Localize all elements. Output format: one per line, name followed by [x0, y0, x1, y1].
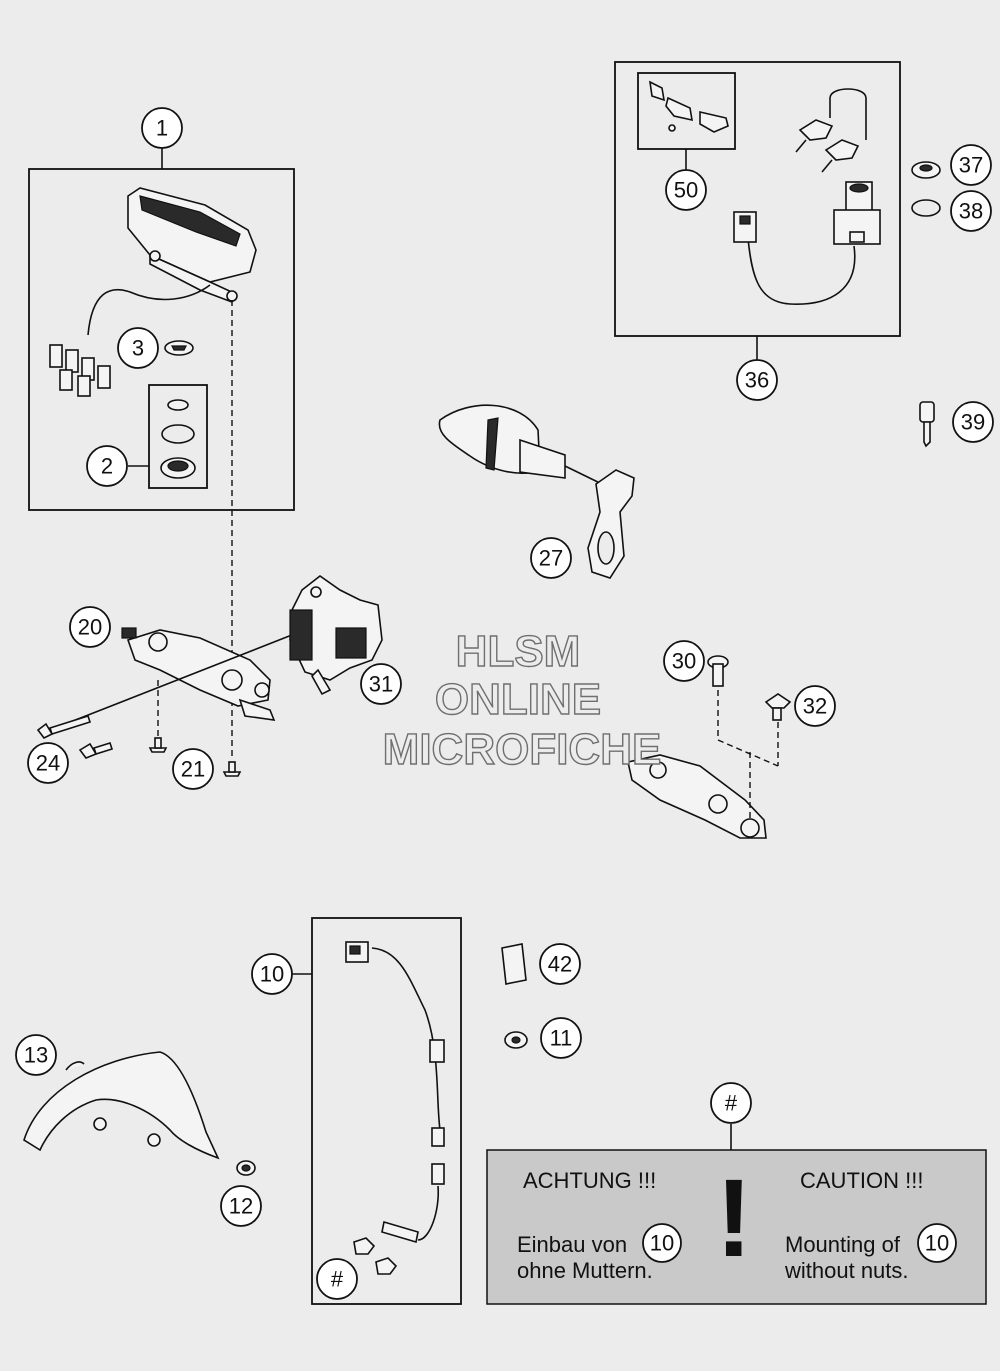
svg-text:10: 10	[650, 1231, 674, 1256]
svg-text:#: #	[331, 1267, 344, 1292]
svg-text:24: 24	[36, 751, 60, 776]
svg-text:37: 37	[959, 153, 983, 178]
svg-text:10: 10	[925, 1231, 949, 1256]
lock-washer	[911, 199, 941, 217]
small-screw-right	[222, 761, 242, 777]
rubber-plug	[707, 655, 779, 767]
lock-cylinder	[648, 80, 729, 133]
callout-13: 13	[15, 1034, 57, 1076]
svg-text:11: 11	[550, 1026, 573, 1051]
svg-text:1: 1	[156, 116, 168, 141]
exclamation-icon: !	[716, 1157, 753, 1280]
warning-ref-de: 10	[642, 1223, 682, 1263]
warning-de-line2: ohne Muttern.	[517, 1258, 653, 1283]
callout-hash1: #	[710, 1082, 752, 1124]
callout-leaders	[128, 148, 758, 1150]
callout-21: 21	[172, 748, 214, 790]
callout-42: 42	[539, 943, 581, 985]
svg-text:39: 39	[961, 410, 985, 435]
bolt-axis	[54, 619, 331, 729]
turn-signal	[438, 404, 635, 579]
short-screw	[78, 742, 114, 759]
callout-31: 31	[360, 663, 402, 705]
handlebar-bracket	[121, 627, 276, 721]
callout-1: 1	[141, 107, 183, 149]
brake-disc-segment	[23, 1051, 220, 1160]
lock-ring	[911, 161, 941, 179]
watermark: HLSM ONLINE MICROFICHE	[382, 626, 662, 774]
seal-kit	[160, 399, 196, 479]
callout-hash2: #	[316, 1258, 358, 1300]
svg-text:30: 30	[672, 649, 696, 674]
svg-text:2: 2	[101, 454, 113, 479]
long-screw	[36, 715, 92, 740]
push-clip	[749, 693, 792, 822]
cable-tie	[504, 1031, 528, 1049]
callout-36: 36	[736, 359, 778, 401]
callout-11: 11	[540, 1017, 582, 1059]
callout-20: 20	[69, 606, 111, 648]
svg-text:50: 50	[674, 178, 698, 203]
warning-ref-en: 10	[917, 1223, 957, 1263]
callout-10: 10	[251, 953, 293, 995]
callout-27: 27	[530, 537, 572, 579]
svg-text:10: 10	[260, 962, 284, 987]
watermark-line2: ONLINE	[435, 675, 601, 724]
svg-text:3: 3	[132, 336, 144, 361]
cable-clip	[501, 943, 527, 985]
callout-50: 50	[665, 169, 707, 211]
callout-39: 39	[952, 401, 994, 443]
callout-38: 38	[950, 190, 992, 232]
warning-en-line1: Mounting of	[785, 1232, 901, 1257]
speed-sensor-frame	[311, 917, 462, 1305]
svg-text:20: 20	[78, 615, 102, 640]
svg-text:36: 36	[745, 368, 769, 393]
ignition-switch	[733, 181, 881, 305]
callout-37: 37	[950, 144, 992, 186]
ignition-keys	[795, 88, 867, 173]
small-screw-left	[148, 680, 168, 753]
callout-32: 32	[794, 685, 836, 727]
callout-30: 30	[663, 640, 705, 682]
callout-2: 2	[86, 445, 128, 487]
warning-title-de: ACHTUNG !!!	[523, 1168, 656, 1193]
spacer-sleeve	[236, 1160, 256, 1176]
cover-cap	[164, 340, 194, 356]
svg-text:27: 27	[539, 546, 563, 571]
spare-key	[919, 401, 935, 448]
watermark-line1: HLSM	[456, 627, 581, 676]
svg-text:13: 13	[24, 1043, 48, 1068]
cluster-holder	[289, 575, 383, 696]
instrument-cluster	[127, 187, 257, 304]
warning-title-en: CAUTION !!!	[800, 1168, 923, 1193]
warning-de-line1: Einbau von	[517, 1232, 627, 1257]
svg-text:12: 12	[229, 1194, 253, 1219]
svg-text:31: 31	[369, 672, 393, 697]
warning-panel: ACHTUNG !!! CAUTION !!! ! Einbau von ohn…	[486, 1149, 987, 1305]
watermark-line3: MICROFICHE	[383, 725, 662, 774]
callout-12: 12	[220, 1185, 262, 1227]
svg-text:21: 21	[181, 757, 205, 782]
seal-kit-frame	[148, 384, 208, 489]
callout-3: 3	[117, 327, 159, 369]
callout-24: 24	[27, 742, 69, 784]
cluster-wiring-harness	[49, 284, 211, 397]
alt-bracket	[627, 754, 767, 839]
svg-text:32: 32	[803, 694, 827, 719]
svg-text:38: 38	[959, 199, 983, 224]
svg-text:42: 42	[548, 952, 572, 977]
svg-text:#: #	[725, 1091, 738, 1116]
warning-en-line2: without nuts.	[784, 1258, 909, 1283]
speed-sensor	[345, 941, 445, 1275]
